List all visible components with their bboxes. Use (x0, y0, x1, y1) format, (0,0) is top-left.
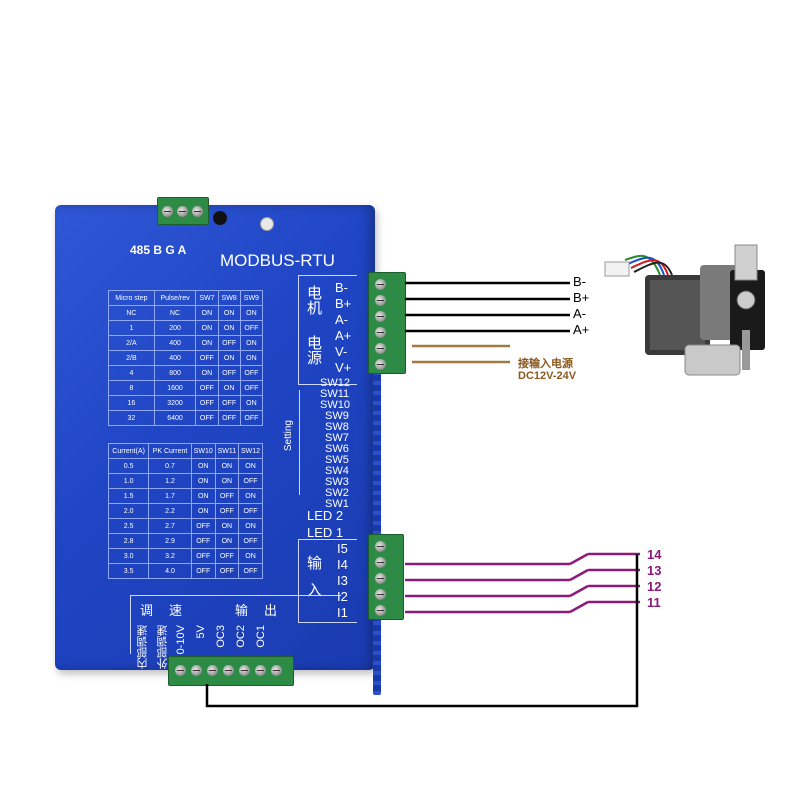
port-label: 485 B G A (130, 243, 187, 257)
input-pin-number: 12 (647, 579, 662, 594)
switch-label: SW10 (320, 399, 350, 411)
output-group-label: 输出 (235, 603, 294, 618)
input-label: I1 (337, 605, 348, 620)
terminal-label: A- (335, 312, 348, 327)
led1-label: LED 1 (307, 525, 344, 540)
motor-wire-label: B- (573, 274, 586, 289)
motor-power-terminal (368, 272, 406, 374)
switch-label: SW11 (320, 388, 350, 400)
switch-label: SW8 (325, 421, 349, 433)
rs485-terminal (157, 197, 209, 225)
switch-label: SW12 (320, 377, 350, 389)
setting-bracket (299, 390, 300, 495)
heatsink-fins (373, 365, 381, 695)
model-name: MODBUS-RTU (220, 251, 335, 270)
mount-hole (260, 217, 274, 231)
motor-group-label: 电机 (305, 285, 322, 315)
input-group-frame (298, 539, 357, 623)
table-header-cell: SW9 (239, 290, 264, 306)
led2-label: LED 2 (307, 508, 344, 523)
switch-label: SW1 (325, 498, 349, 510)
terminal-label: V+ (335, 360, 352, 375)
motor-wire-label: A+ (573, 322, 590, 337)
switch-label: SW6 (325, 443, 349, 455)
switch-label: SW7 (325, 432, 349, 444)
power-group-label: 电源 (305, 335, 322, 365)
terminal-label: A+ (335, 328, 352, 343)
switch-label: SW9 (325, 410, 349, 422)
switch-label: SW5 (325, 454, 349, 466)
terminal-group-frame (298, 275, 357, 385)
input-terminal (368, 534, 404, 620)
peristaltic-pump-motor (604, 244, 765, 376)
speed-group-label: 调速 (140, 603, 199, 618)
table-cell: OFF (239, 410, 264, 426)
input-label: I2 (337, 589, 348, 604)
input-label: I4 (337, 557, 348, 572)
power-note-line2: DC12V-24V (518, 370, 577, 382)
table-cell: OFF (214, 548, 240, 564)
input-label: I3 (337, 573, 348, 588)
input-pin-number: 13 (647, 563, 662, 578)
switch-label: SW4 (325, 465, 349, 477)
table-cell: 4 (108, 365, 155, 381)
input-pin-number: 14 (647, 547, 662, 562)
input-label: I5 (337, 541, 348, 556)
table-cell: OFF (214, 563, 240, 579)
bottom-group-frame (130, 595, 341, 654)
driver-housing (55, 205, 375, 670)
table-header-cell: Micro step (108, 290, 155, 306)
common-return-wire (205, 554, 639, 708)
terminal-label: B+ (335, 296, 352, 311)
terminal-label: B- (335, 280, 348, 295)
switch-label: SW2 (325, 487, 349, 499)
motor-wire-label: A- (573, 306, 586, 321)
speed-output-terminal (168, 656, 294, 686)
table-cell: 3.5 (107, 563, 150, 579)
power-note-line1: 接输入电源 (518, 358, 573, 370)
led-indicator (213, 211, 227, 225)
input-pin-number: 11 (647, 595, 661, 610)
table-cell: OFF (238, 563, 263, 579)
switch-label: SW3 (325, 476, 349, 488)
motor-wire-label: B+ (573, 290, 590, 305)
table-header-cell: SW11 (214, 443, 240, 459)
input-wires (405, 552, 640, 614)
table-cell: 32 (108, 410, 155, 426)
terminal-label: V- (335, 344, 348, 359)
